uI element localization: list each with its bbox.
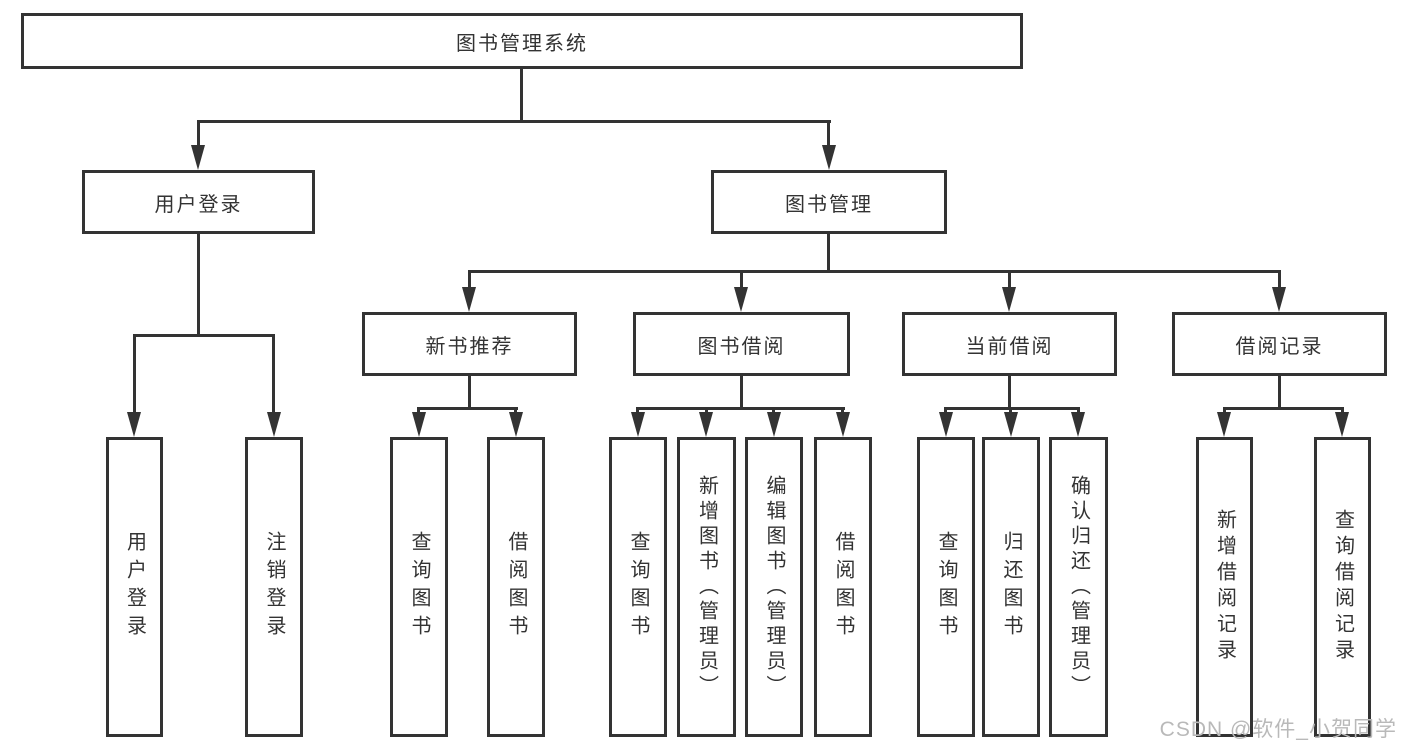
leaf-user-login: 用户登录 [106, 437, 163, 737]
node-root: 图书管理系统 [21, 13, 1023, 69]
connector-line [1223, 407, 1226, 416]
connector-line [417, 407, 420, 416]
leaf-query-borrow-record: 查询借阅记录 [1314, 437, 1371, 737]
connector-line [772, 407, 775, 416]
connector-line [1341, 407, 1344, 416]
arrow-down-icon [631, 412, 645, 437]
leaf-logout: 注销登录 [245, 437, 303, 737]
connector-line [468, 376, 471, 407]
connector-line [197, 120, 831, 123]
connector-line [133, 334, 275, 337]
node-current-borrow: 当前借阅 [902, 312, 1117, 376]
connector-line [740, 376, 743, 407]
arrow-down-icon [267, 412, 281, 437]
leaf-return-book: 归还图书 [982, 437, 1040, 737]
arrow-down-icon [412, 412, 426, 437]
leaf-add-book-admin: 新增图书（管理员） [677, 437, 736, 737]
leaf-edit-book-admin: 编辑图书（管理员） [745, 437, 803, 737]
arrow-down-icon [1272, 287, 1286, 312]
connector-line [520, 69, 523, 120]
connector-line [944, 407, 947, 416]
arrow-down-icon [699, 412, 713, 437]
arrow-down-icon [734, 287, 748, 312]
connector-line [417, 407, 518, 410]
connector-line [197, 234, 200, 334]
connector-line [1008, 270, 1011, 292]
connector-line [272, 334, 275, 414]
arrow-down-icon [1335, 412, 1349, 437]
node-user-login: 用户登录 [82, 170, 315, 234]
leaf-query-books-current: 查询图书 [917, 437, 975, 737]
node-new-book-recommend: 新书推荐 [362, 312, 577, 376]
arrow-down-icon [836, 412, 850, 437]
arrow-down-icon [1002, 287, 1016, 312]
arrow-down-icon [1071, 412, 1085, 437]
connector-line [197, 120, 200, 148]
arrow-down-icon [1217, 412, 1231, 437]
connector-line [1077, 407, 1080, 416]
arrow-down-icon [127, 412, 141, 437]
node-borrow-records: 借阅记录 [1172, 312, 1387, 376]
arrow-down-icon [1004, 412, 1018, 437]
connector-line [133, 334, 136, 414]
arrow-down-icon [462, 287, 476, 312]
connector-line [944, 407, 1080, 410]
arrow-down-icon [767, 412, 781, 437]
connector-line [827, 120, 830, 148]
connector-line [636, 407, 845, 410]
connector-line [1008, 376, 1011, 407]
leaf-borrow-books: 借阅图书 [814, 437, 872, 737]
connector-line [468, 270, 1281, 273]
connector-line [468, 270, 471, 292]
csdn-watermark: CSDN @软件_小贺同学 [1159, 718, 1397, 741]
arrow-down-icon [822, 145, 836, 170]
connector-line [1223, 407, 1344, 410]
node-book-management: 图书管理 [711, 170, 947, 234]
connector-line [636, 407, 639, 416]
node-book-borrow: 图书借阅 [633, 312, 850, 376]
leaf-query-books-recommend: 查询图书 [390, 437, 448, 737]
leaf-add-borrow-record: 新增借阅记录 [1196, 437, 1253, 737]
leaf-query-books-borrow: 查询图书 [609, 437, 667, 737]
arrow-down-icon [939, 412, 953, 437]
arrow-down-icon [191, 145, 205, 170]
connector-line [1278, 270, 1281, 292]
arrow-down-icon [509, 412, 523, 437]
leaf-confirm-return-admin: 确认归还（管理员） [1049, 437, 1108, 737]
leaf-borrow-books-recommend: 借阅图书 [487, 437, 545, 737]
connector-line [1278, 376, 1281, 407]
connector-line [841, 407, 844, 416]
connector-line [1009, 407, 1012, 416]
connector-line [827, 234, 830, 270]
connector-line [514, 407, 517, 416]
connector-line [740, 270, 743, 292]
connector-line [705, 407, 708, 416]
